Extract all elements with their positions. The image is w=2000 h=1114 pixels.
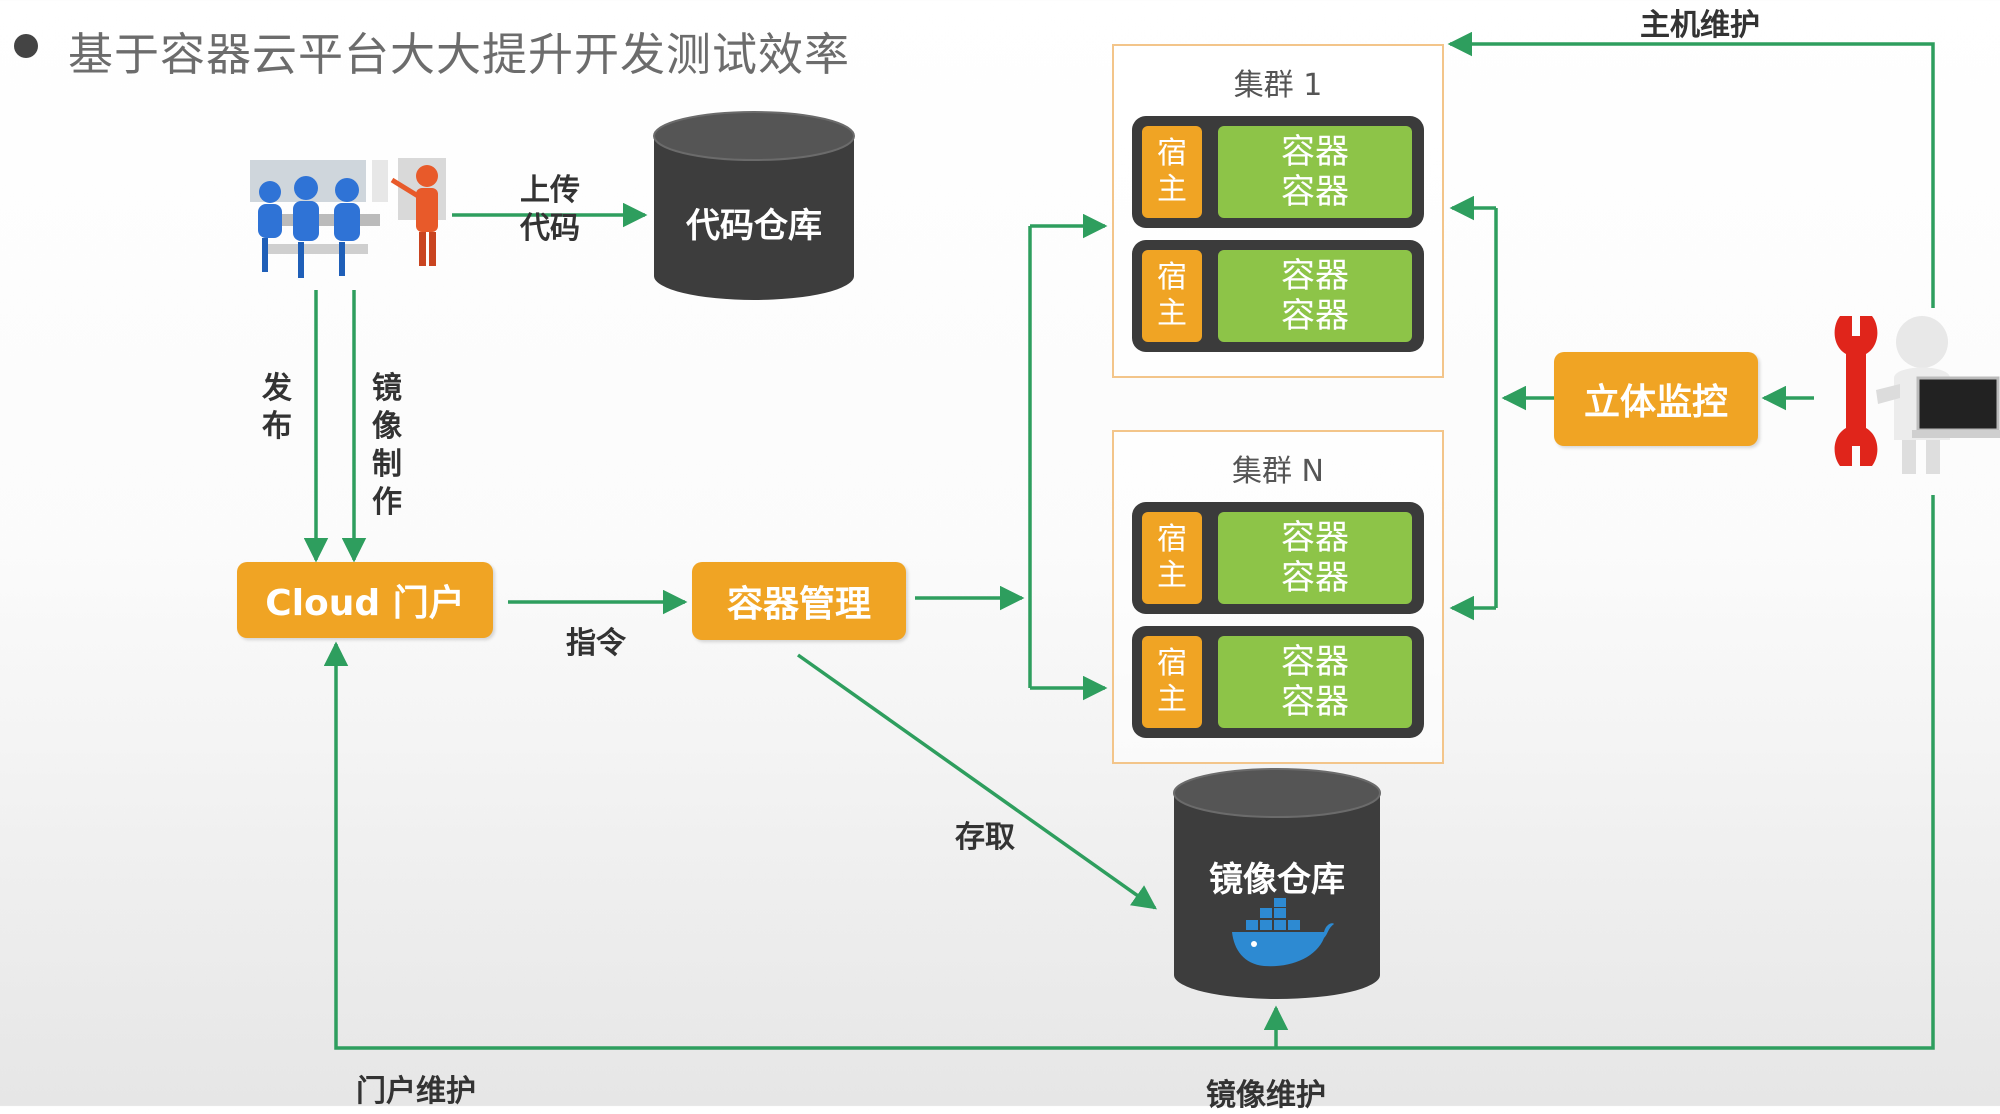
container-label: 容器	[1281, 518, 1349, 558]
arrow-access	[796, 653, 1157, 910]
container-label: 容器	[1281, 682, 1349, 722]
cloud-portal-node: Cloud 门户	[237, 562, 493, 638]
edge-label-host-maint: 主机维护	[1640, 8, 1760, 43]
container-group: 容器 容器	[1218, 250, 1412, 342]
edge-label-upload-line-2: 代码	[520, 211, 580, 246]
edge-label-publish: 发布	[262, 371, 292, 444]
edge-label-access: 存取	[955, 820, 1015, 855]
image-repo-label: 镜像仓库	[1209, 860, 1345, 900]
container-label: 容器	[1281, 558, 1349, 598]
code-repo-cylinder	[653, 111, 855, 300]
host-tag-char: 主	[1157, 296, 1187, 331]
host-tag-char: 宿	[1157, 522, 1187, 557]
host-tag: 宿 主	[1142, 126, 1202, 218]
cluster-1-label: 集群 1	[1233, 68, 1323, 103]
edge-label-image-maint: 镜像维护	[1206, 1078, 1326, 1113]
edge-label-command: 指令	[566, 626, 626, 661]
edge-label-upload: 上传 代码	[520, 172, 580, 248]
edge-label-portal-maint: 门户维护	[356, 1074, 476, 1109]
edge-label-upload-line-1: 上传	[520, 173, 580, 208]
host-tag-char: 宿	[1157, 260, 1187, 295]
container-group: 容器 容器	[1218, 126, 1412, 218]
cluster-n: 集群 N 宿 主 容器 容器 宿 主 容器 容器	[1112, 430, 1444, 764]
container-label: 容器	[1281, 172, 1349, 212]
team-meeting-icon	[250, 158, 446, 278]
code-repo-label: 代码仓库	[686, 206, 822, 246]
container-group: 容器 容器	[1218, 512, 1412, 604]
container-group: 容器 容器	[1218, 636, 1412, 728]
container-label: 容器	[1281, 642, 1349, 682]
page-title: 基于容器云平台大大提升开发测试效率	[68, 28, 851, 81]
docker-whale-icon	[1232, 898, 1334, 967]
maintainer-figure	[1834, 316, 2000, 474]
cluster-n-label: 集群 N	[1232, 454, 1324, 489]
host-node: 宿 主 容器 容器	[1132, 502, 1424, 614]
arrow-portal-maint	[323, 495, 1935, 1050]
image-repo-cylinder	[1173, 768, 1381, 999]
title-bullet	[14, 34, 38, 58]
wrench-icon	[1834, 316, 1878, 466]
host-tag: 宿 主	[1142, 636, 1202, 728]
host-tag-char: 宿	[1157, 646, 1187, 681]
arrow-host-maint	[1447, 31, 1935, 308]
container-label: 容器	[1281, 256, 1349, 296]
host-tag: 宿 主	[1142, 250, 1202, 342]
host-node: 宿 主 容器 容器	[1132, 116, 1424, 228]
container-label: 容器	[1281, 132, 1349, 172]
host-tag-char: 主	[1157, 682, 1187, 717]
person-laptop-icon	[1876, 316, 2000, 474]
host-node: 宿 主 容器 容器	[1132, 240, 1424, 352]
host-tag-char: 主	[1157, 172, 1187, 207]
monitor-node: 立体监控	[1554, 352, 1758, 446]
container-mgmt-node: 容器管理	[692, 562, 906, 640]
edge-label-image-build: 镜像制作	[372, 371, 402, 520]
container-label: 容器	[1281, 296, 1349, 336]
cluster-1: 集群 1 宿 主 容器 容器 宿 主 容器 容器	[1112, 44, 1444, 378]
host-tag: 宿 主	[1142, 512, 1202, 604]
host-tag-char: 宿	[1157, 136, 1187, 171]
host-node: 宿 主 容器 容器	[1132, 626, 1424, 738]
host-tag-char: 主	[1157, 558, 1187, 593]
